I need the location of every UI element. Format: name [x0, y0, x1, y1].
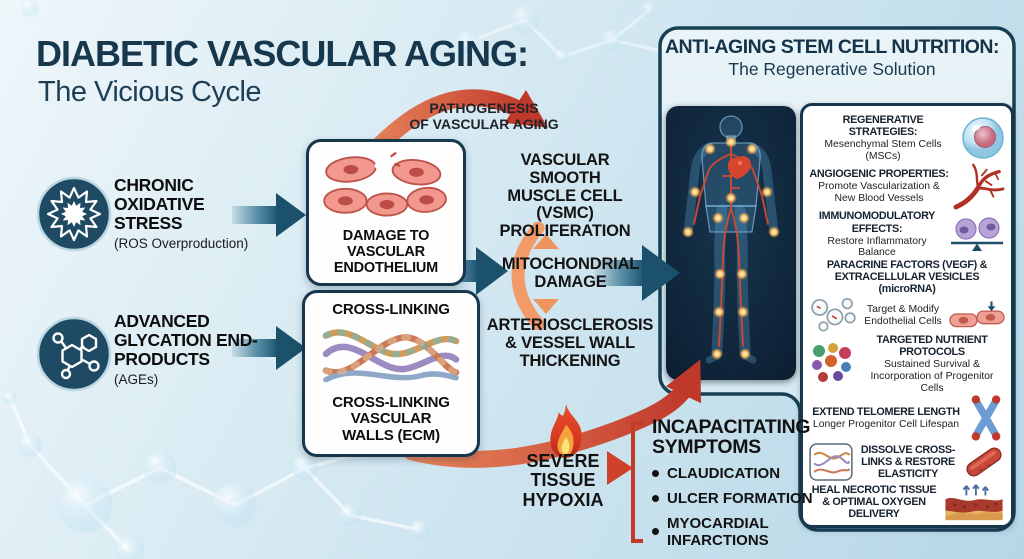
cycle-down-arrow-icon [533, 299, 559, 314]
solution-item-angiogenic: ANGIOGENIC PROPERTIES: Promote Vasculari… [809, 162, 1005, 210]
solution-item-regenerative: REGENERATIVE STRATEGIES: Mesenchymal Ste… [809, 114, 1005, 162]
item-detail: Restore Inflammatory Balance [827, 235, 927, 259]
stem-cell-icon [961, 116, 1005, 160]
page-title: DIABETIC VASCULAR AGING: [36, 33, 529, 74]
pathogenesis-arc-arrow [357, 89, 549, 169]
solution-item-nutrients: TARGETED NUTRIENT PROTOCOLS Sustained Su… [809, 334, 1005, 394]
item-heading: HEAL NECROTIC TISSUE & OPTIMAL OXYGEN DE… [811, 484, 937, 521]
list-item: ULCER FORMATION [652, 490, 852, 507]
crosslinked-fibers-illustration [316, 321, 466, 392]
solution-item-immunomodulatory: IMMUNOMODULATORY EFFECTS: Restore Inflam… [809, 210, 1005, 258]
immune-balance-icon [949, 215, 1005, 255]
arrow-right-icon [594, 245, 680, 301]
item-heading: EXTEND TELOMERE LENGTH [812, 405, 960, 418]
hypoxia-label: SEVERE TISSUE HYPOXIA [522, 451, 604, 510]
bullet-icon [652, 494, 659, 502]
item-detail: Mesenchymal Stem Cells (MSCs) [824, 139, 942, 162]
cycle-up-arrow-icon [533, 234, 559, 249]
box-title: CROSS-LINKING [332, 301, 450, 318]
page-subtitle: The Vicious Cycle [38, 76, 262, 108]
item-detail: Target & Modify Endothelial Cells [864, 303, 942, 327]
solution-item-crosslinks: DISSOLVE CROSS-LINKS & RESTORE ELASTICIT… [809, 442, 1005, 482]
box-label: DAMAGE TO VASCULAR ENDOTHELIUM [333, 228, 439, 277]
list-item: CLAUDICATION [652, 465, 852, 482]
list-item: MYOCARDIAL INFARCTIONS [652, 515, 852, 549]
solution-item-telomere: EXTEND TELOMERE LENGTH Longer Progenitor… [809, 394, 1005, 442]
item-heading: REGENERATIVE STRATEGIES: [842, 114, 924, 139]
item-heading: DISSOLVE CROSS-LINKS & RESTORE ELASTICIT… [860, 444, 956, 481]
flame-icon [545, 404, 587, 465]
arteriosclerosis-label: ARTERIOSCLEROSIS & VESSEL WALL THICKENIN… [486, 316, 654, 370]
cause-oxidative-stress: CHRONIC OXIDATIVE STRESS (ROS Overproduc… [114, 176, 256, 251]
item-detail: Sustained Survival & Incorporation of Pr… [870, 359, 994, 394]
crosslinking-box: CROSS-LINKING CROSS-LINKING VASCULAR WAL… [302, 290, 480, 457]
arrow-right-icon [232, 193, 306, 237]
solution-list-card: REGENERATIVE STRATEGIES: Mesenchymal Ste… [800, 103, 1014, 528]
hypoxia-swoosh-arrow [403, 359, 702, 468]
vesicles-icon [809, 296, 857, 334]
item-heading: ANGIOGENIC PROPERTIES: [809, 168, 949, 181]
human-figure-card [666, 106, 796, 380]
solution-item-paracrine: PARACRINE FACTORS (VEGF) & EXTRACELLULAR… [809, 259, 1005, 334]
item-detail: Promote Vascularization & New Blood Vess… [818, 181, 940, 204]
symptoms-block: INCAPACITATING SYMPTOMS CLAUDICATION ULC… [652, 417, 852, 549]
damaged-cells-illustration [317, 151, 455, 228]
nutrient-dots-icon [809, 342, 855, 386]
symptoms-list: CLAUDICATION ULCER FORMATION MYOCARDIAL … [652, 465, 852, 549]
ages-molecule-icon [36, 316, 112, 397]
cause-detail: (AGEs) [114, 371, 159, 387]
cause-ages: ADVANCED GLYCATION END-PRODUCTS (AGEs) [114, 312, 266, 387]
cause-detail: (ROS Overproduction) [114, 235, 249, 251]
symptoms-bracket [631, 421, 643, 543]
arrow-right-icon [232, 326, 306, 370]
human-vascular-figure [666, 106, 796, 380]
cause-label: ADVANCED GLYCATION END-PRODUCTS [114, 311, 258, 369]
bullet-icon [652, 469, 659, 477]
crosslink-fibers-icon [809, 443, 853, 481]
bullet-icon [652, 528, 659, 536]
solution-title: ANTI-AGING STEM CELL NUTRITION: [664, 36, 1000, 58]
chromosome-icon [967, 394, 1005, 442]
item-heading: PARACRINE FACTORS (VEGF) & EXTRACELLULAR… [826, 258, 988, 296]
solution-item-necrotic: HEAL NECROTIC TISSUE & OPTIMAL OXYGEN DE… [809, 482, 1005, 522]
solution-subtitle: The Regenerative Solution [728, 59, 936, 79]
red-pointer-icon [607, 451, 633, 485]
endothelium-damage-box: DAMAGE TO VASCULAR ENDOTHELIUM [306, 139, 466, 286]
endothelial-cells-icon [949, 300, 1005, 330]
box-label: CROSS-LINKING VASCULAR WALLS (ECM) [332, 393, 450, 445]
item-heading: TARGETED NUTRIENT PROTOCOLS [876, 334, 988, 359]
blood-vessel-icon [953, 162, 1005, 210]
cause-label: CHRONIC OXIDATIVE STRESS [114, 175, 205, 233]
symptoms-heading: INCAPACITATING SYMPTOMS [652, 416, 811, 459]
oxidative-stress-icon [36, 176, 112, 257]
item-detail: Longer Progenitor Cell Lifespan [812, 418, 960, 430]
mitochondrial-damage-label: MITOCHONDRIAL DAMAGE [501, 255, 640, 291]
tissue-healing-icon [943, 482, 1005, 522]
pathogenesis-label: PATHOGENESIS OF VASCULAR AGING [409, 100, 559, 133]
vessel-capsule-icon [963, 442, 1005, 482]
item-heading: IMMUNOMODULATORY EFFECTS: [818, 210, 936, 235]
cycle-arc-icon [511, 222, 545, 330]
vsmc-proliferation-label: VASCULAR SMOOTH MUSCLE CELL (VSMC) PROLI… [499, 151, 631, 241]
